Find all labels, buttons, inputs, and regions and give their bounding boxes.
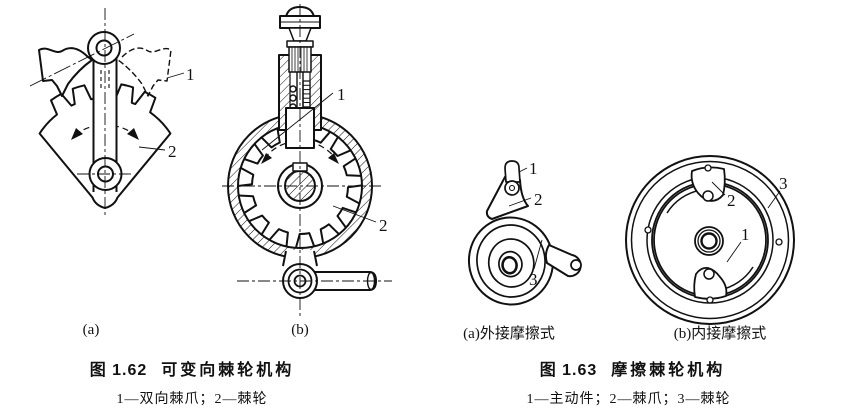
figure-1-62a-diagram: 1 2 bbox=[29, 8, 195, 218]
leader-line bbox=[508, 197, 532, 207]
fig163-caption: 图 1.63 摩擦棘轮机构 bbox=[500, 356, 765, 380]
bolt bbox=[704, 164, 712, 172]
bolt bbox=[644, 226, 652, 234]
leader-line bbox=[767, 190, 781, 209]
figure-1-63a-diagram: 1 2 3 bbox=[467, 159, 582, 306]
pawl-pivot bbox=[504, 180, 520, 196]
arrow-left bbox=[261, 153, 272, 164]
callout-2: 2 bbox=[168, 142, 177, 161]
figure-1-63b-diagram: 2 3 1 bbox=[625, 155, 795, 325]
fig162-caption-number: 图 1.62 bbox=[89, 362, 148, 379]
arrow-left bbox=[71, 128, 83, 140]
leader-line bbox=[332, 205, 377, 223]
callout-1: 1 bbox=[337, 85, 346, 104]
leader-line bbox=[518, 167, 528, 173]
fig162-caption-title: 可变向棘轮机构 bbox=[161, 362, 295, 379]
fig163-caption-number: 图 1.63 bbox=[539, 362, 598, 379]
friction-pawl-top bbox=[690, 166, 726, 202]
arrow-right bbox=[328, 153, 339, 164]
spring-ball bbox=[289, 85, 297, 93]
bolt bbox=[706, 296, 714, 304]
callout-3: 3 bbox=[779, 174, 788, 193]
figure-1-62b-diagram: 1 2 bbox=[222, 4, 392, 316]
pawl-tip bbox=[504, 160, 521, 183]
leader-line bbox=[726, 241, 742, 263]
leader-line bbox=[711, 181, 726, 196]
callout-3: 3 bbox=[529, 270, 538, 289]
fig162-legend: 1—双向棘爪；2—棘轮 bbox=[116, 392, 268, 407]
callout-1: 1 bbox=[529, 159, 538, 178]
fig163-sublabel-a: (a)外接摩擦式 bbox=[463, 326, 555, 342]
fig162-sublabel-a: (a) bbox=[82, 322, 100, 338]
leader-line bbox=[261, 92, 334, 151]
callout-2: 2 bbox=[379, 216, 388, 235]
ratchet-teeth bbox=[237, 125, 363, 249]
leader-line bbox=[533, 239, 543, 270]
fig163-legend: 1—主动件；2—棘爪；3—棘轮 bbox=[526, 392, 731, 407]
fig162-caption: 图 1.62 可变向棘轮机构 bbox=[57, 356, 327, 380]
double-pawl-phantom bbox=[117, 47, 172, 97]
bolt bbox=[775, 238, 783, 246]
callout-2: 2 bbox=[727, 191, 736, 210]
friction-wheel bbox=[467, 216, 555, 306]
callout-1: 1 bbox=[741, 225, 750, 244]
spring-ball bbox=[289, 94, 297, 102]
callout-1: 1 bbox=[186, 65, 195, 84]
fig163-caption-title: 摩擦棘轮机构 bbox=[611, 362, 726, 379]
double-pawl bbox=[38, 47, 93, 97]
fig162-sublabel-b: (b) bbox=[291, 322, 309, 338]
fig163-sublabel-b: (b)内接摩擦式 bbox=[673, 326, 767, 342]
lever-pin bbox=[570, 259, 582, 271]
leader-line bbox=[166, 72, 185, 79]
arrow-right bbox=[127, 128, 139, 140]
friction-pawl-bottom bbox=[693, 266, 728, 300]
callout-2: 2 bbox=[534, 190, 543, 209]
leader-line bbox=[138, 146, 166, 151]
